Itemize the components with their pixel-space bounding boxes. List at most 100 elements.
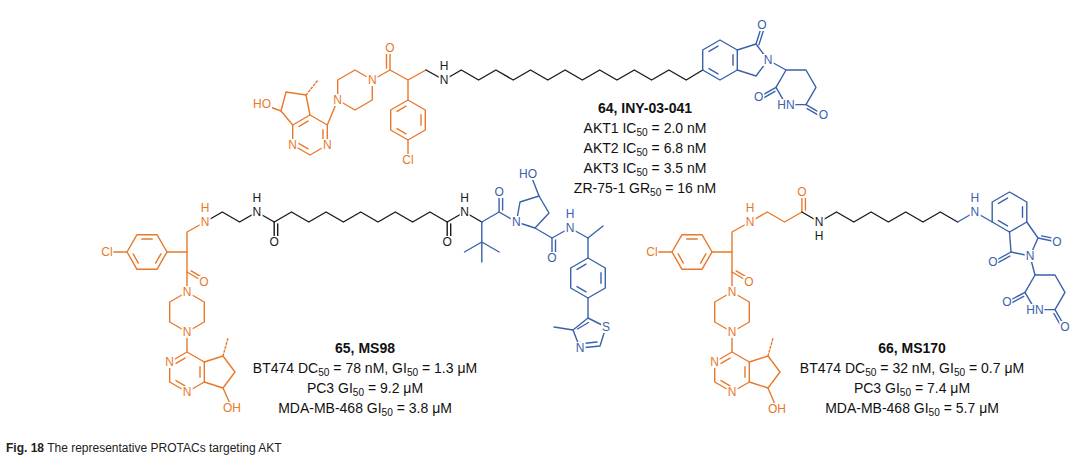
aromatic-bonds — [131, 234, 166, 270]
subscript: 50 — [407, 367, 418, 378]
atom-label: O — [1059, 321, 1070, 333]
bond — [372, 70, 426, 80]
akt-ligand-bonds — [652, 192, 805, 409]
atom-label: N — [763, 54, 774, 66]
atom-label: H — [970, 192, 981, 204]
text-run: N — [165, 355, 174, 369]
atom-label: O — [743, 276, 754, 288]
atom-label: O — [442, 236, 453, 248]
linker-bonds — [426, 70, 703, 80]
atom-label: N — [252, 206, 263, 218]
subscript: 50 — [636, 167, 647, 178]
atom-label: O — [198, 276, 209, 288]
atom-label: N — [439, 74, 450, 86]
text-run: H — [460, 191, 469, 205]
compound-name: 64, INY-03-041 — [598, 100, 692, 117]
aromatic-bonds — [999, 198, 1023, 226]
text-run: = 2.0 nM — [648, 120, 707, 136]
subscript: 50 — [382, 407, 393, 418]
atom-label: N — [814, 216, 825, 228]
atom-label: Cl — [401, 154, 414, 166]
atom-label: O — [818, 109, 829, 121]
akt-ligand-bonds — [262, 48, 426, 160]
ring — [667, 226, 717, 278]
text-run: Cl — [402, 153, 413, 167]
text-run: O — [988, 255, 997, 269]
subscript: 50 — [636, 127, 647, 138]
atom-label: N — [182, 286, 193, 298]
aromatic-bonds — [299, 121, 323, 149]
text-run: H — [253, 191, 262, 205]
text-run: 65, MS98 — [335, 340, 395, 356]
figure-caption: Fig. 18 The representative PROTACs targe… — [6, 441, 282, 455]
text-run: O — [1052, 235, 1061, 249]
methyl-bond — [768, 338, 773, 356]
text-run: N — [323, 138, 332, 152]
compound-name: 66, MS170 — [878, 340, 946, 357]
text-run: H — [746, 201, 755, 215]
glutarimide-ring — [771, 61, 821, 113]
text-run: N — [183, 285, 192, 299]
text-run: O — [757, 18, 766, 32]
atom-label: H — [459, 192, 470, 204]
phenyl-ring — [667, 226, 717, 278]
atom-label: O — [546, 252, 557, 264]
akt-ligand-bonds — [107, 222, 235, 408]
text-run: = 3.5 nM — [648, 160, 707, 176]
text-run: = 6.8 nM — [648, 140, 707, 156]
glutarimide-ring — [1020, 266, 1070, 318]
text-run: AKT1 IC — [584, 120, 637, 136]
text-run: = 1.3 μM — [418, 360, 477, 376]
text-run: O — [494, 185, 503, 199]
activity-value: MDA-MB-468 GI50 = 5.7 μM — [825, 400, 999, 417]
atom-label: N — [1025, 250, 1036, 262]
aromatic-bonds — [577, 264, 601, 292]
text-run: O — [385, 41, 394, 55]
aromatic-bonds — [397, 106, 421, 134]
text-run: N — [460, 205, 469, 219]
alkyl-chain — [205, 212, 482, 222]
cyclopentane-ring — [204, 356, 235, 388]
ring — [771, 61, 821, 113]
atom-label: N — [182, 326, 193, 338]
text-run: N — [576, 341, 585, 355]
ring — [122, 226, 172, 278]
text-run: MDA-MB-468 GI — [278, 400, 381, 416]
atom-label: H — [439, 60, 450, 72]
bond — [407, 80, 408, 100]
text-run: N — [183, 325, 192, 339]
text-run: PC3 GI — [307, 380, 353, 396]
text-run: O — [270, 235, 279, 249]
atom-label: N — [511, 216, 522, 228]
subscript: 50 — [353, 387, 364, 398]
phenyl-ring — [571, 258, 606, 298]
text-run: H — [566, 207, 575, 221]
alkyl-chain — [802, 212, 958, 222]
aromatic-bonds — [709, 46, 733, 74]
e3-ligand-bonds — [703, 25, 824, 117]
text-run: N — [728, 385, 737, 399]
atom-label: O — [493, 186, 504, 198]
text-run: 66, MS170 — [878, 340, 946, 356]
text-run: BT474 DC — [800, 360, 865, 376]
text-run: Cl — [101, 245, 112, 259]
activity-value: PC3 GI50 = 7.4 μM — [854, 380, 970, 397]
ring — [1020, 266, 1070, 318]
bond — [750, 212, 802, 222]
atom-label: O — [1001, 296, 1012, 308]
text-run: = 78 nM, GI — [329, 360, 406, 376]
text-run: N — [288, 138, 297, 152]
atom-label: Cl — [100, 246, 113, 258]
bond — [587, 298, 588, 318]
atom-label: O — [753, 91, 764, 103]
tert-butyl-bonds — [465, 222, 500, 262]
atom-label: O — [384, 42, 395, 54]
phenyl-ring — [391, 100, 426, 140]
figure-number: Fig. 18 — [6, 441, 44, 455]
text-run: N — [201, 215, 210, 229]
benzene-ring — [703, 40, 738, 80]
text-run: H — [815, 229, 824, 243]
text-run: O — [1002, 295, 1011, 309]
subscript: 50 — [929, 407, 940, 418]
bond — [587, 238, 588, 258]
